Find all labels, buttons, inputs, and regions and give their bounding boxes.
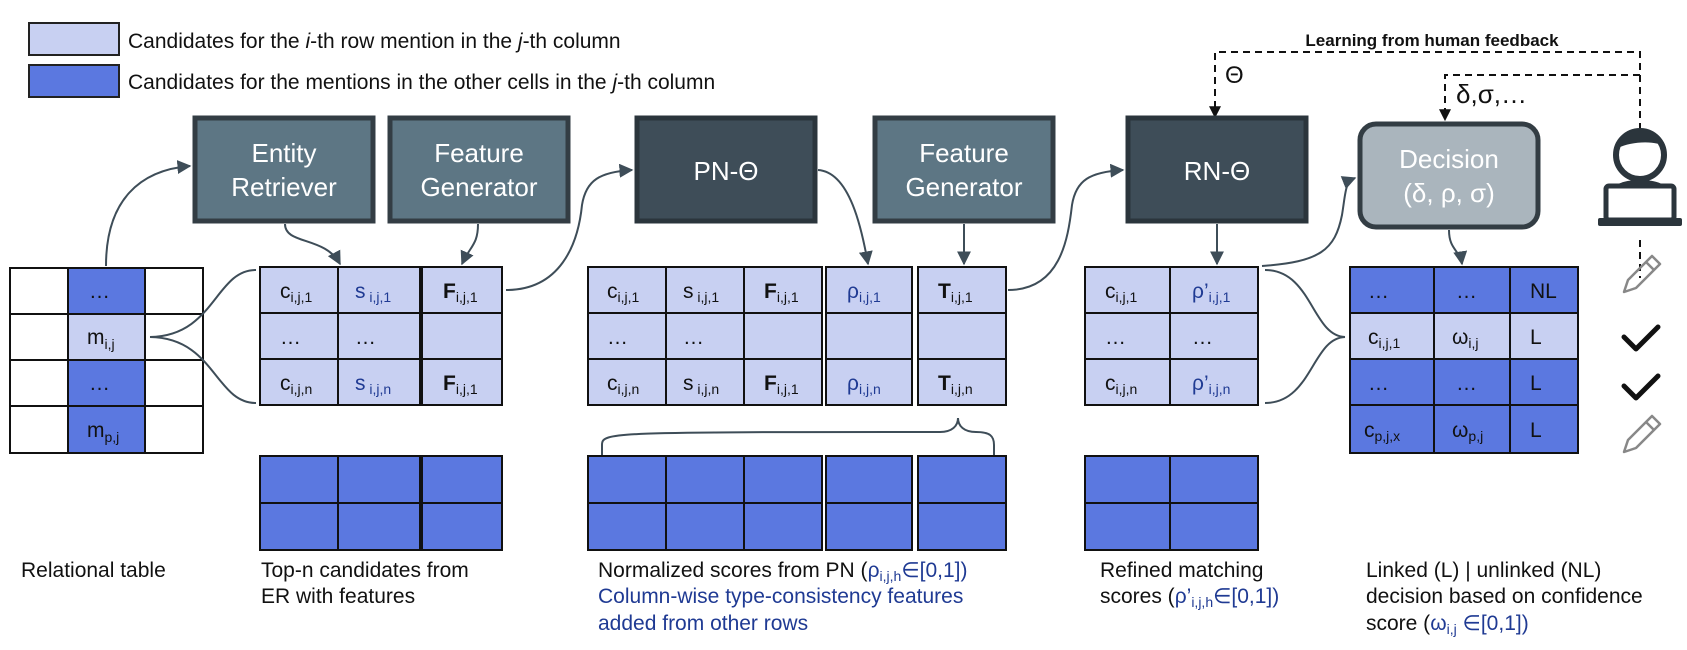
checkmark-icon bbox=[1621, 373, 1661, 401]
svg-text:Entity: Entity bbox=[251, 138, 316, 168]
svg-text:…: … bbox=[89, 280, 110, 303]
svg-text:ci,j,n: ci,j,n bbox=[1105, 372, 1137, 397]
svg-text:Fi,j,1: Fi,j,1 bbox=[764, 372, 799, 397]
pn-table-text: ci,j,1 s i,j,1 Fi,j,1 ρi,j,1 Ti,j,1 … … … bbox=[607, 280, 973, 397]
legend-light-swatch bbox=[28, 22, 120, 56]
svg-text:…: … bbox=[607, 326, 628, 349]
caption-decision-line2: decision based on confidence bbox=[1366, 585, 1643, 608]
captions: Relational table Top-n candidates from E… bbox=[21, 559, 1643, 637]
feature-generator-box-2: Feature Generator bbox=[872, 115, 1056, 224]
decision-box: Decision (δ, ρ, σ) bbox=[1357, 121, 1541, 230]
svg-text:cp,j,x: cp,j,x bbox=[1364, 419, 1400, 444]
connector-arrows bbox=[105, 160, 1468, 291]
svg-text:ρ’i,j,n: ρ’i,j,n bbox=[1192, 372, 1230, 397]
pn-theta-box: PN-Θ bbox=[634, 115, 818, 224]
svg-text:ωi,j: ωi,j bbox=[1452, 326, 1479, 351]
svg-text:Generator: Generator bbox=[905, 172, 1022, 202]
legend-light-label: Candidates for the i-th row mention in t… bbox=[128, 30, 621, 53]
feedback-arrow-params bbox=[1439, 74, 1640, 122]
caption-topn-line2: ER with features bbox=[261, 585, 415, 608]
svg-text:Fi,j,1: Fi,j,1 bbox=[443, 372, 478, 397]
legend-dark-label: Candidates for the mentions in the other… bbox=[128, 71, 715, 94]
feedback-loop bbox=[1209, 51, 1641, 278]
svg-text:…: … bbox=[1456, 372, 1477, 395]
pn-table bbox=[587, 266, 1007, 551]
svg-text:Fi,j,1: Fi,j,1 bbox=[443, 280, 478, 305]
relational-table-text: … mi,j … mp,j bbox=[87, 280, 119, 445]
svg-text:Ti,j,1: Ti,j,1 bbox=[938, 280, 973, 305]
svg-text:PN-Θ: PN-Θ bbox=[694, 156, 759, 186]
svg-text:ρi,j,1: ρi,j,1 bbox=[847, 280, 881, 305]
mention-mij: mi,j bbox=[87, 326, 115, 352]
relational-table bbox=[9, 267, 204, 454]
mention-mpj: mp,j bbox=[87, 419, 119, 445]
rn-table bbox=[1084, 266, 1259, 551]
feedback-title: Learning from human feedback bbox=[1305, 31, 1559, 50]
svg-text:Fi,j,1: Fi,j,1 bbox=[764, 280, 799, 305]
svg-text:ci,j,n: ci,j,n bbox=[607, 372, 639, 397]
caption-decision-line3: score (ωi,j ∈[0,1]) bbox=[1366, 612, 1529, 637]
checkmark-icon bbox=[1621, 324, 1661, 352]
svg-text:Generator: Generator bbox=[420, 172, 537, 202]
label-l-2: L bbox=[1530, 372, 1542, 395]
label-l-1: L bbox=[1530, 326, 1542, 349]
caption-decision-line1: Linked (L) | unlinked (NL) bbox=[1366, 559, 1601, 582]
svg-text:…: … bbox=[1105, 326, 1126, 349]
svg-text:…: … bbox=[280, 326, 301, 349]
svg-text:Ti,j,n: Ti,j,n bbox=[938, 372, 973, 397]
decision-table bbox=[1349, 266, 1579, 454]
svg-text:…: … bbox=[89, 372, 110, 395]
svg-text:s i,j,n: s i,j,n bbox=[683, 372, 719, 397]
svg-text:…: … bbox=[1192, 326, 1213, 349]
svg-text:ci,j,1: ci,j,1 bbox=[280, 280, 313, 305]
svg-text:RN-Θ: RN-Θ bbox=[1184, 156, 1250, 186]
svg-text:…: … bbox=[1368, 280, 1389, 303]
svg-text:Decision: Decision bbox=[1399, 144, 1499, 174]
svg-text:(δ, ρ, σ): (δ, ρ, σ) bbox=[1403, 178, 1495, 208]
pencil-icon bbox=[1622, 254, 1662, 294]
entity-retriever-box: Entity Retriever bbox=[192, 115, 376, 224]
svg-text:…: … bbox=[1368, 372, 1389, 395]
svg-text:…: … bbox=[1456, 280, 1477, 303]
feedback-params: δ,σ,… bbox=[1456, 79, 1527, 109]
topn-table bbox=[259, 266, 503, 551]
svg-text:ρi,j,n: ρi,j,n bbox=[847, 372, 881, 397]
feedback-theta: Θ bbox=[1225, 62, 1244, 89]
legend-dark-swatch bbox=[28, 64, 120, 98]
svg-text:ci,j,n: ci,j,n bbox=[280, 372, 312, 397]
svg-text:ρ’i,j,1: ρ’i,j,1 bbox=[1192, 280, 1231, 305]
svg-text:ωp,j: ωp,j bbox=[1452, 419, 1483, 444]
caption-rn-line2: scores (ρ’i,j,h∈[0,1]) bbox=[1100, 585, 1279, 610]
legend: Candidates for the i-th row mention in t… bbox=[28, 22, 715, 98]
user-at-laptop-icon bbox=[1598, 128, 1682, 226]
caption-relational-table: Relational table bbox=[21, 559, 166, 582]
decision-table-text: … … NL ci,j,1 ωi,j L … … L cp,j,x ωp,j L bbox=[1364, 280, 1557, 444]
caption-rn-line1: Refined matching bbox=[1100, 559, 1263, 582]
svg-text:…: … bbox=[355, 326, 376, 349]
label-nl: NL bbox=[1530, 280, 1557, 303]
svg-text:ci,j,1: ci,j,1 bbox=[607, 280, 640, 305]
rn-table-text: ci,j,1 ρ’i,j,1 … … ci,j,n ρ’i,j,n bbox=[1105, 280, 1231, 397]
caption-pn-line1: Normalized scores from PN (ρi,j,h∈[0,1]) bbox=[598, 559, 967, 584]
svg-text:ci,j,1: ci,j,1 bbox=[1105, 280, 1138, 305]
svg-text:s i,j,n: s i,j,n bbox=[355, 372, 391, 397]
svg-text:ci,j,1: ci,j,1 bbox=[1368, 326, 1401, 351]
caption-pn-line2: Column-wise type-consistency features bbox=[598, 585, 963, 608]
svg-text:Feature: Feature bbox=[434, 138, 524, 168]
svg-text:Retriever: Retriever bbox=[231, 172, 337, 202]
braces bbox=[149, 269, 1346, 455]
label-l-3: L bbox=[1530, 419, 1542, 442]
topn-table-text: ci,j,1 s i,j,1 Fi,j,1 … … ci,j,n s i,j,n… bbox=[280, 280, 478, 397]
pencil-icon bbox=[1622, 414, 1662, 454]
feedback-arrow-theta bbox=[1209, 51, 1641, 130]
svg-text:s i,j,1: s i,j,1 bbox=[683, 280, 719, 305]
svg-text:…: … bbox=[683, 326, 704, 349]
svg-text:Feature: Feature bbox=[919, 138, 1009, 168]
caption-pn-line3: added from other rows bbox=[598, 612, 808, 635]
feature-generator-box-1: Feature Generator bbox=[387, 115, 571, 224]
caption-topn-line1: Top-n candidates from bbox=[261, 559, 469, 582]
rn-theta-box: RN-Θ bbox=[1125, 115, 1309, 224]
svg-text:s i,j,1: s i,j,1 bbox=[355, 280, 391, 305]
